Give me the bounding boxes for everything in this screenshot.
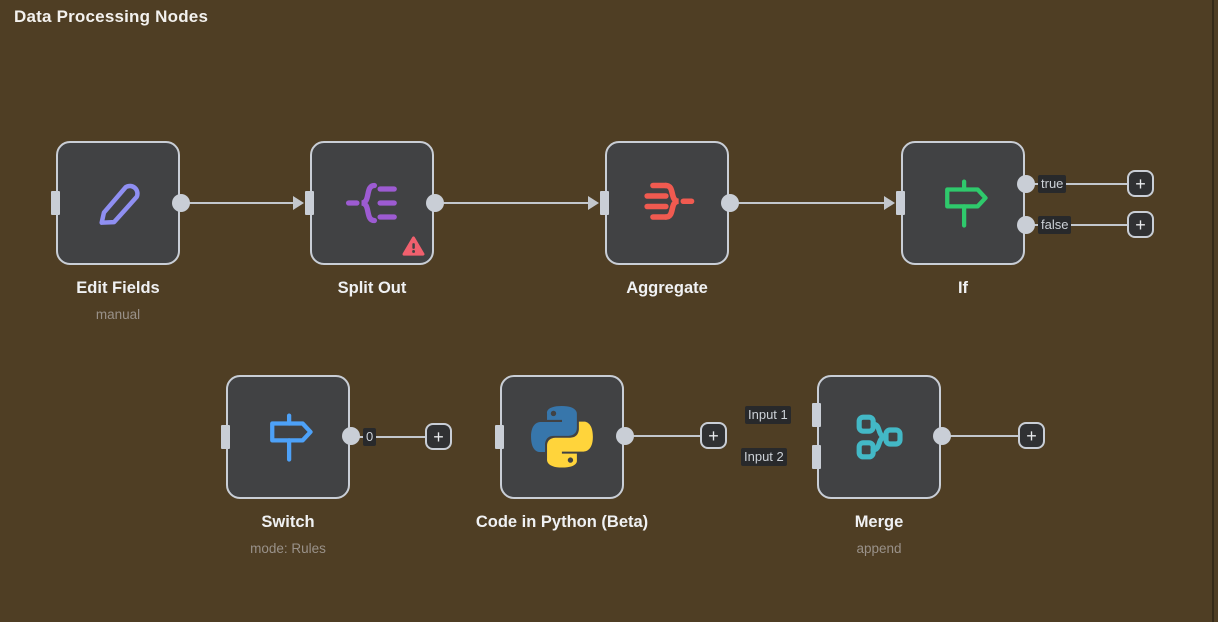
output-connector[interactable]	[342, 427, 360, 445]
connection-stub[interactable]	[945, 435, 1018, 437]
split-out-icon	[345, 182, 397, 224]
node-box-aggregate[interactable]	[605, 141, 729, 265]
connection-edge[interactable]	[441, 202, 589, 204]
node-if[interactable]: If	[896, 141, 1035, 297]
canvas-right-divider	[1212, 0, 1214, 622]
node-label: Edit Fields	[76, 279, 160, 297]
merge-icon	[856, 414, 903, 460]
node-box-code-in-python[interactable]	[500, 375, 624, 499]
connection-arrowhead	[588, 196, 599, 210]
node-box-if[interactable]	[901, 141, 1025, 265]
input-connector-1[interactable]	[812, 403, 821, 427]
node-subtitle: mode: Rules	[250, 541, 326, 556]
input-connector[interactable]	[221, 425, 230, 449]
node-box-merge[interactable]	[817, 375, 941, 499]
input-label-1: Input 1	[745, 406, 791, 424]
output-connector-true[interactable]	[1017, 175, 1035, 193]
connection-stub[interactable]	[1032, 183, 1127, 185]
node-switch[interactable]: Switch mode: Rules	[221, 375, 360, 556]
input-label-2: Input 2	[741, 448, 787, 466]
node-split-out[interactable]: Split Out	[305, 141, 444, 297]
aggregate-icon	[644, 182, 695, 220]
output-connector[interactable]	[721, 194, 739, 212]
connection-arrowhead	[293, 196, 304, 210]
input-connector[interactable]	[896, 191, 905, 215]
connection-stub[interactable]	[354, 436, 425, 438]
output-connector[interactable]	[933, 427, 951, 445]
connection-edge[interactable]	[736, 202, 885, 204]
pencil-icon	[99, 183, 140, 225]
connection-edge[interactable]	[188, 202, 294, 204]
python-icon	[531, 406, 593, 468]
signpost-icon	[945, 179, 988, 228]
connection-stub[interactable]	[630, 435, 700, 437]
add-node-button[interactable]: +	[1127, 170, 1154, 197]
input-connector[interactable]	[600, 191, 609, 215]
signpost-icon	[270, 413, 313, 462]
output-connector[interactable]	[172, 194, 190, 212]
input-connector-2[interactable]	[812, 445, 821, 469]
node-label: Split Out	[337, 279, 407, 297]
node-label: Merge	[854, 513, 904, 531]
input-connector[interactable]	[51, 191, 60, 215]
node-box-switch[interactable]	[226, 375, 350, 499]
add-node-button[interactable]: +	[700, 422, 727, 449]
node-box-split-out[interactable]	[310, 141, 434, 265]
node-subtitle: manual	[95, 307, 141, 322]
output-connector[interactable]	[426, 194, 444, 212]
output-label-true: true	[1038, 175, 1067, 193]
canvas-title: Data Processing Nodes	[14, 7, 209, 26]
node-label: If	[957, 279, 969, 297]
output-label-0: 0	[363, 428, 377, 446]
output-connector-false[interactable]	[1017, 216, 1035, 234]
node-merge[interactable]: Merge append	[812, 375, 951, 556]
node-label: Switch	[261, 513, 315, 531]
node-code-in-python[interactable]: Code in Python (Beta)	[476, 375, 648, 531]
node-label: Aggregate	[626, 279, 708, 297]
node-aggregate[interactable]: Aggregate	[600, 141, 739, 297]
add-node-button[interactable]: +	[1127, 211, 1154, 238]
output-label-false: false	[1038, 216, 1072, 234]
add-node-button[interactable]: +	[425, 423, 452, 450]
node-box-edit-fields[interactable]	[56, 141, 180, 265]
input-connector[interactable]	[495, 425, 504, 449]
node-subtitle: append	[856, 541, 902, 556]
node-edit-fields[interactable]: Edit Fields manual	[51, 141, 190, 322]
connection-stub[interactable]	[1032, 224, 1127, 226]
connection-arrowhead	[884, 196, 895, 210]
output-connector[interactable]	[616, 427, 634, 445]
node-label: Code in Python (Beta)	[475, 513, 649, 531]
add-node-button[interactable]: +	[1018, 422, 1045, 449]
input-connector[interactable]	[305, 191, 314, 215]
warning-icon	[402, 236, 425, 256]
